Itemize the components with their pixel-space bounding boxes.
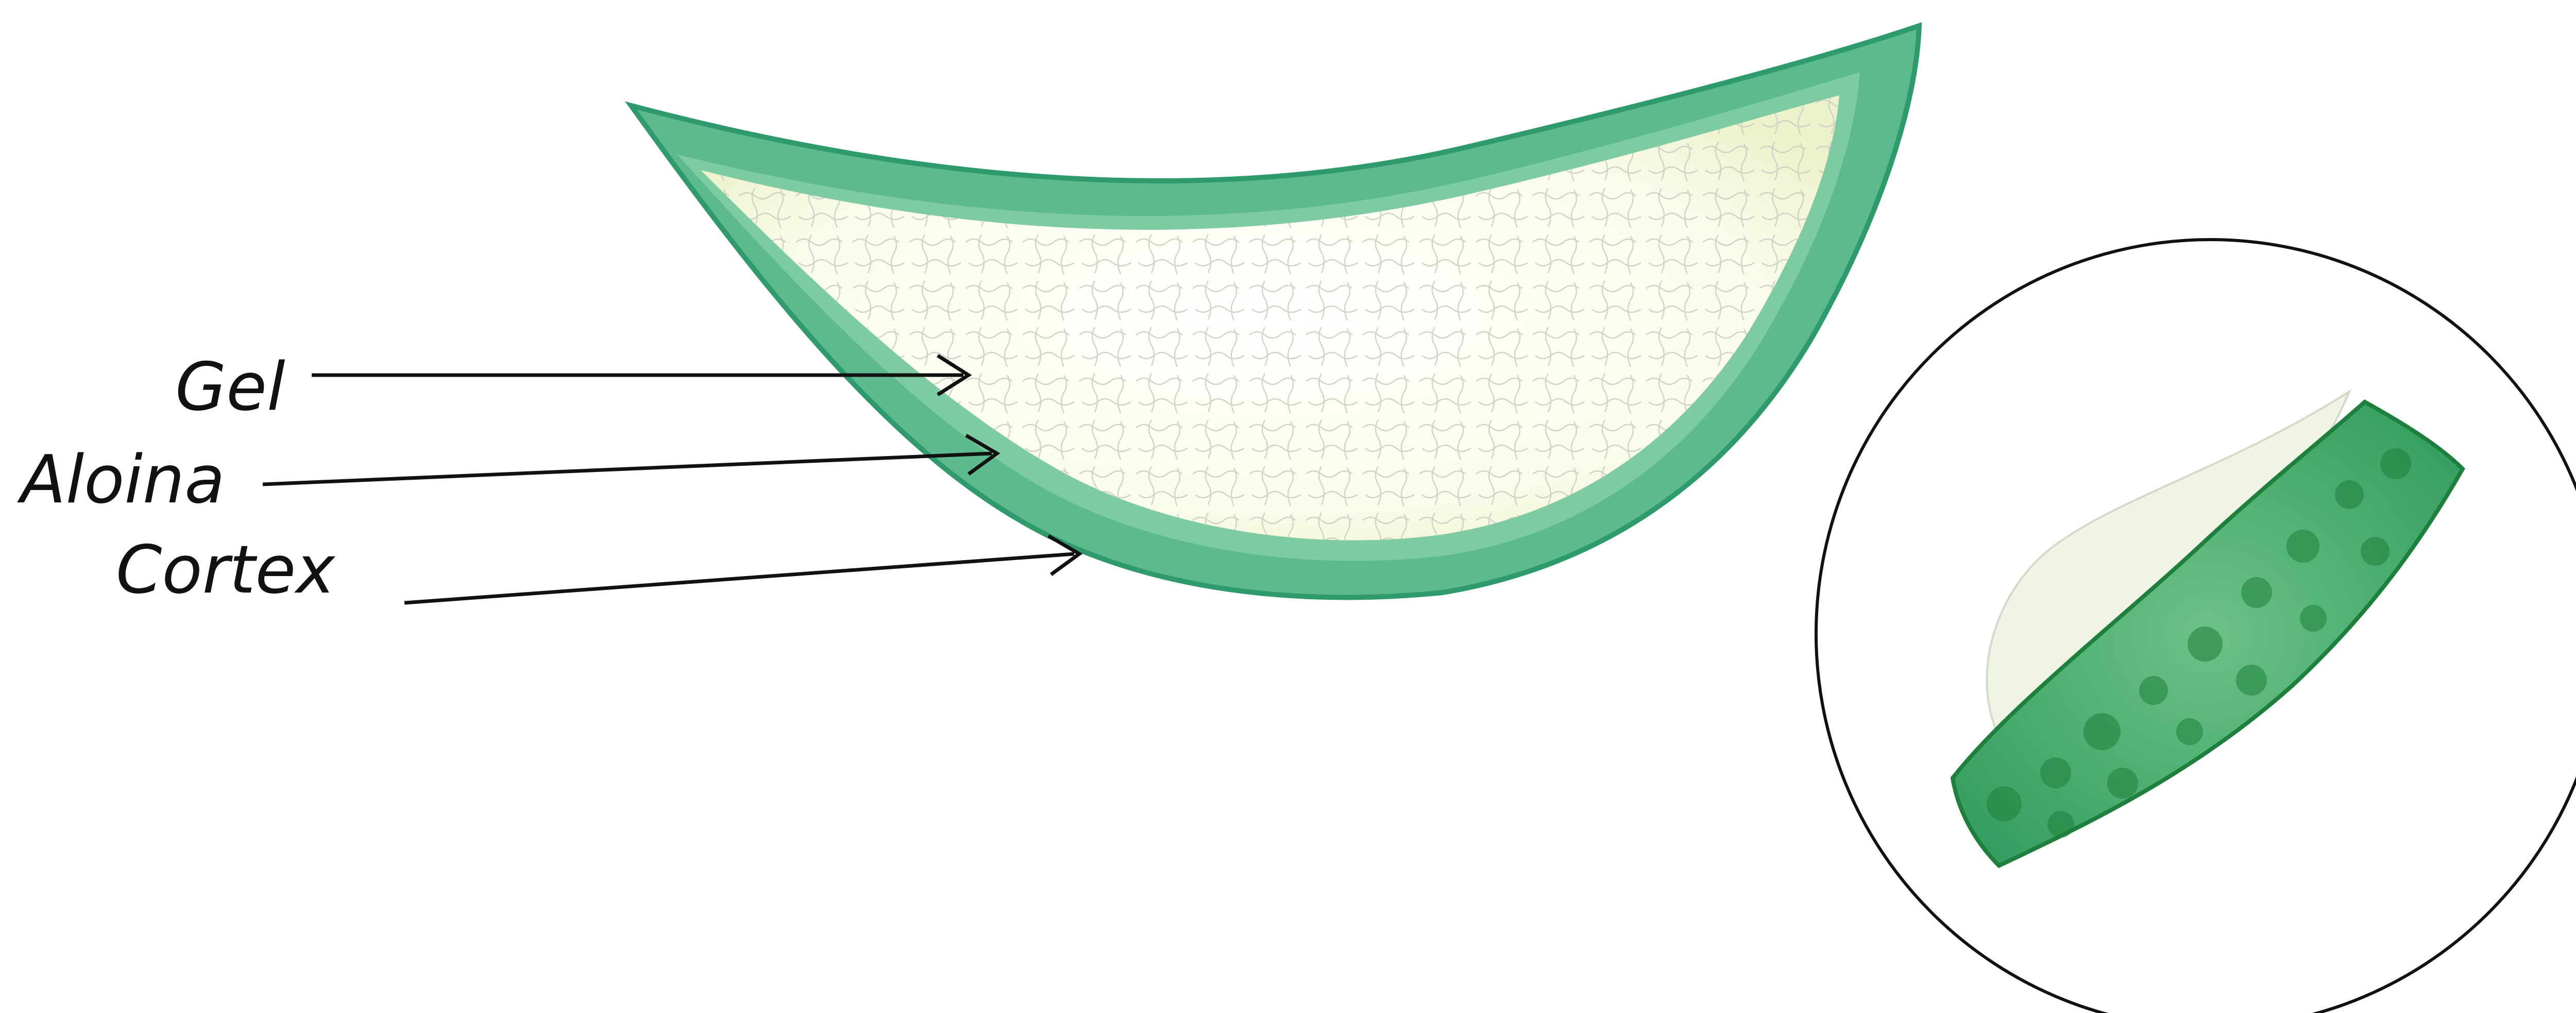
- cortex-arrow-line: [404, 554, 1074, 603]
- leaf-cross-section: [631, 26, 1919, 597]
- aloina-arrow-line: [263, 453, 992, 484]
- aloina-label: Aloina: [17, 442, 225, 518]
- cortex-label: Cortex: [116, 532, 335, 609]
- magnified-view: [1816, 240, 2576, 1013]
- gel-label: Gel: [175, 349, 285, 426]
